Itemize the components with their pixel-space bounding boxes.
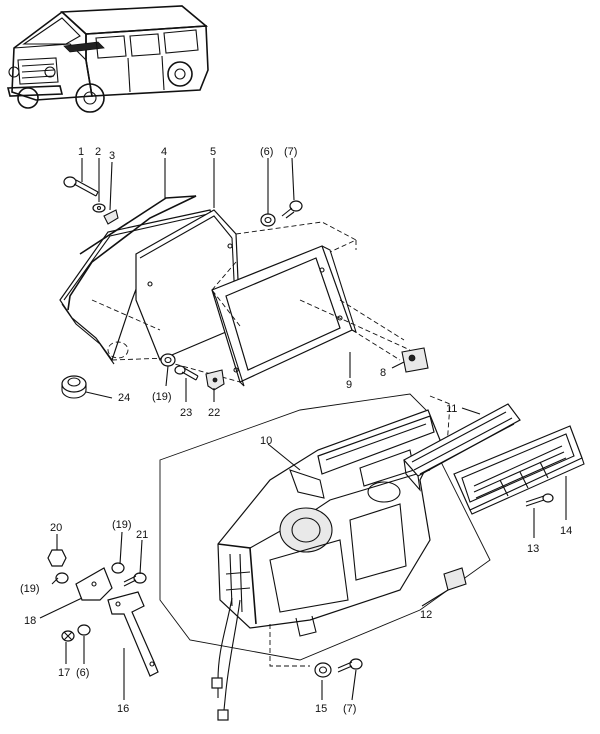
label-22: 22 xyxy=(208,407,220,419)
label-11: 11 xyxy=(446,403,457,415)
washer-19 xyxy=(160,353,176,367)
label-8: 8 xyxy=(380,367,386,379)
label-17: 17 xyxy=(58,667,70,679)
vehicle-illustration xyxy=(6,5,209,113)
seal-strip-4 xyxy=(67,195,197,311)
label-13: 13 xyxy=(527,543,539,555)
label-16: 16 xyxy=(117,703,129,715)
leader-lines xyxy=(39,157,567,701)
clip-22 xyxy=(205,369,225,391)
washer-6-top xyxy=(260,213,276,227)
frame-9 xyxy=(211,245,357,387)
label-19-right: (19) xyxy=(112,519,132,531)
washer-2 xyxy=(92,203,106,213)
label-7-bottom: (7) xyxy=(343,703,356,715)
label-1: 1 xyxy=(78,146,84,158)
vent-grille-14 xyxy=(453,425,585,515)
nut-20 xyxy=(47,549,67,567)
bracket-18 xyxy=(75,567,113,601)
label-7-top: (7) xyxy=(284,146,297,158)
screw-17 xyxy=(61,630,75,642)
label-10: 10 xyxy=(260,435,272,447)
label-19-left: (19) xyxy=(20,583,40,595)
washer-19-right xyxy=(111,562,125,574)
screw-13 xyxy=(525,493,554,507)
label-9: 9 xyxy=(346,379,352,391)
screw-23 xyxy=(174,365,199,381)
label-14: 14 xyxy=(560,525,572,537)
label-23: 23 xyxy=(180,407,192,419)
label-5: 5 xyxy=(210,146,216,158)
alignment-lines xyxy=(159,221,411,383)
washer-15 xyxy=(314,662,332,678)
screw-7-bottom xyxy=(337,658,363,673)
label-19-mid: (19) xyxy=(152,391,172,403)
grommet-24 xyxy=(61,375,87,399)
label-4: 4 xyxy=(161,146,167,158)
screw-21 xyxy=(123,572,147,587)
clip-12 xyxy=(443,567,467,591)
screw-1 xyxy=(63,176,99,197)
screw-7-top xyxy=(281,200,303,219)
label-20: 20 xyxy=(50,522,62,534)
bracket-16 xyxy=(107,591,159,677)
air-duct-11 xyxy=(403,403,521,492)
label-3: 3 xyxy=(109,150,115,162)
washer-6-bottom xyxy=(77,624,91,636)
label-12: 12 xyxy=(420,609,432,621)
clip-3 xyxy=(103,209,119,225)
washer-19-left xyxy=(55,572,69,584)
label-2: 2 xyxy=(95,146,101,158)
heater-unit-10 xyxy=(159,393,491,661)
label-21: 21 xyxy=(136,529,148,541)
label-24: 24 xyxy=(118,392,130,404)
clip-8 xyxy=(401,347,429,373)
callout-labels: 1 2 3 4 5 (6) (7) 8 9 10 11 12 13 14 15 … xyxy=(20,146,572,715)
label-6-top: (6) xyxy=(260,146,273,158)
wiring-harness xyxy=(211,597,241,721)
label-15: 15 xyxy=(315,703,327,715)
label-6-bottom: (6) xyxy=(76,667,89,679)
label-18: 18 xyxy=(24,615,36,627)
cover-panel-5 xyxy=(135,209,241,361)
